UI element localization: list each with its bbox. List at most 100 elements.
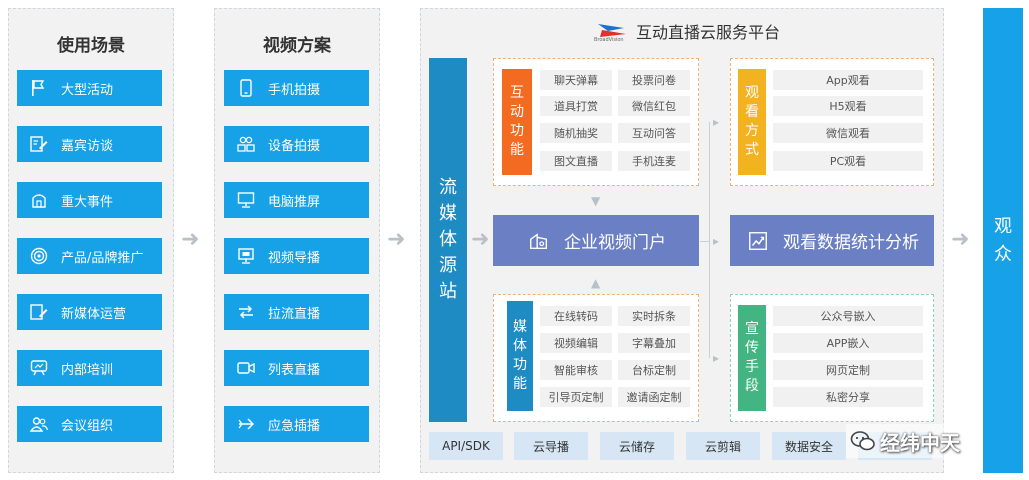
interactive-cell: 随机抽奖 (540, 123, 612, 143)
audience-bar[interactable]: 观众 (983, 8, 1023, 473)
promo-cell: APP嵌入 (773, 333, 923, 353)
promo-cell: 私密分享 (773, 387, 923, 407)
bottom-item-data-security[interactable]: 数据安全 (772, 432, 846, 460)
media-label-bar: 媒体功能 (507, 301, 533, 411)
bottom-item-api[interactable]: API/SDK (429, 432, 503, 460)
video-item-label: 电脑推屏 (268, 194, 321, 210)
promo-cell: 公众号嵌入 (773, 306, 923, 326)
scene-item-label: 内部培训 (61, 362, 114, 378)
enterprise-portal-button[interactable]: 企业视频门户 (493, 215, 699, 266)
watch-cell: PC观看 (773, 151, 923, 171)
media-cell: 实时拆条 (618, 306, 690, 326)
portal-building-icon (526, 228, 552, 254)
platform-logo-text: BroadVision (594, 37, 624, 43)
send-icon (234, 412, 258, 436)
video-item-devices[interactable]: 设备拍摄 (224, 126, 369, 162)
connector-line (700, 241, 710, 242)
building-icon (27, 188, 51, 212)
analytics-label: 观看数据统计分析 (783, 233, 919, 253)
video-item-screen[interactable]: 电脑推屏 (224, 182, 369, 218)
scene-item-label: 大型活动 (61, 82, 114, 98)
scene-item-interview[interactable]: 嘉宾访谈 (17, 126, 162, 162)
media-cell: 邀请函定制 (618, 387, 690, 407)
video-title: 视频方案 (263, 36, 331, 56)
scene-item-new-media[interactable]: 新媒体运营 (17, 294, 162, 330)
video-item-director[interactable]: 视频导播 (224, 238, 369, 274)
promo-label-bar: 宣传手段 (738, 305, 766, 411)
bottom-item-cloud-edit[interactable]: 云剪辑 (686, 432, 760, 460)
interactive-cell: 投票问卷 (618, 70, 690, 90)
flow-arrow-icon: ➜ (387, 227, 406, 252)
scene-item-promotion[interactable]: 产品/品牌推广 (17, 238, 162, 274)
audience-label: 观众 (994, 215, 1012, 265)
video-item-emergency[interactable]: 应急插播 (224, 406, 369, 442)
analytics-button[interactable]: 观看数据统计分析 (730, 215, 934, 266)
interactive-cell: 道具打赏 (540, 96, 612, 116)
wechat-icon (850, 430, 876, 452)
flag-icon (27, 76, 51, 100)
broadcast-icon (234, 244, 258, 268)
media-label: 媒体功能 (513, 319, 527, 392)
bottom-item-cloud-storage[interactable]: 云储存 (600, 432, 674, 460)
down-arrow-icon: ▼ (591, 194, 601, 208)
video-item-phone[interactable]: 手机拍摄 (224, 70, 369, 106)
camera-icon (234, 356, 258, 380)
video-item-label: 应急插播 (268, 418, 321, 434)
watch-cell: H5观看 (773, 96, 923, 116)
scene-item-label: 重大事件 (61, 194, 114, 210)
bottom-item-cloud-director[interactable]: 云导播 (514, 432, 588, 460)
interactive-cell: 互动问答 (618, 123, 690, 143)
scene-item-label: 会议组织 (61, 418, 114, 434)
scenes-title: 使用场景 (57, 36, 125, 56)
target-icon (27, 244, 51, 268)
devices-icon (234, 132, 258, 156)
watermark: 经纬中天 (846, 424, 964, 458)
swap-icon (234, 300, 258, 324)
people-icon (27, 412, 51, 436)
scene-item-major-event[interactable]: 重大事件 (17, 182, 162, 218)
watch-label: 观看方式 (745, 85, 759, 158)
chart-up-icon (745, 228, 771, 254)
scene-item-training[interactable]: 内部培训 (17, 350, 162, 386)
media-cell: 引导页定制 (540, 387, 612, 407)
interactive-cell: 聊天弹幕 (540, 70, 612, 90)
stream-source-label: 流媒体源站 (439, 177, 457, 302)
interview-icon (27, 132, 51, 156)
flow-arrow-icon: ➜ (951, 227, 970, 252)
video-item-label: 列表直播 (268, 362, 321, 378)
interactive-cell: 微信红包 (618, 96, 690, 116)
connector-line (709, 122, 710, 358)
right-arrow-icon: ▸ (713, 234, 720, 248)
video-item-pull-stream[interactable]: 拉流直播 (224, 294, 369, 330)
media-cell: 字幕叠加 (618, 333, 690, 353)
video-item-label: 手机拍摄 (268, 82, 321, 98)
phone-icon (234, 76, 258, 100)
scene-item-meeting[interactable]: 会议组织 (17, 406, 162, 442)
video-item-label: 设备拍摄 (268, 138, 321, 154)
edit-icon (27, 300, 51, 324)
media-cell: 智能审核 (540, 360, 612, 380)
interactive-label-bar: 互动功能 (502, 69, 532, 175)
platform-logo: BroadVision (594, 18, 630, 44)
video-item-label: 视频导播 (268, 250, 321, 266)
promo-label: 宣传手段 (745, 321, 759, 394)
video-item-label: 拉流直播 (268, 306, 321, 322)
video-item-list-live[interactable]: 列表直播 (224, 350, 369, 386)
media-cell: 台标定制 (618, 360, 690, 380)
interactive-label: 互动功能 (510, 85, 524, 158)
flow-arrow-icon: ➜ (471, 227, 490, 252)
media-cell: 在线转码 (540, 306, 612, 326)
media-cell: 视频编辑 (540, 333, 612, 353)
watch-cell: App观看 (773, 70, 923, 90)
scene-item-label: 新媒体运营 (61, 306, 127, 322)
presentation-icon (27, 356, 51, 380)
interactive-cell: 手机连麦 (618, 151, 690, 171)
scene-item-large-event[interactable]: 大型活动 (17, 70, 162, 106)
scene-item-label: 产品/品牌推广 (61, 250, 144, 266)
right-arrow-icon: ▸ (713, 115, 720, 129)
platform-title: 互动直播云服务平台 (636, 23, 781, 42)
flow-arrow-icon: ➜ (181, 227, 200, 252)
stream-source-bar[interactable]: 流媒体源站 (429, 58, 467, 422)
promo-cell: 网页定制 (773, 360, 923, 380)
scene-item-label: 嘉宾访谈 (61, 138, 114, 154)
